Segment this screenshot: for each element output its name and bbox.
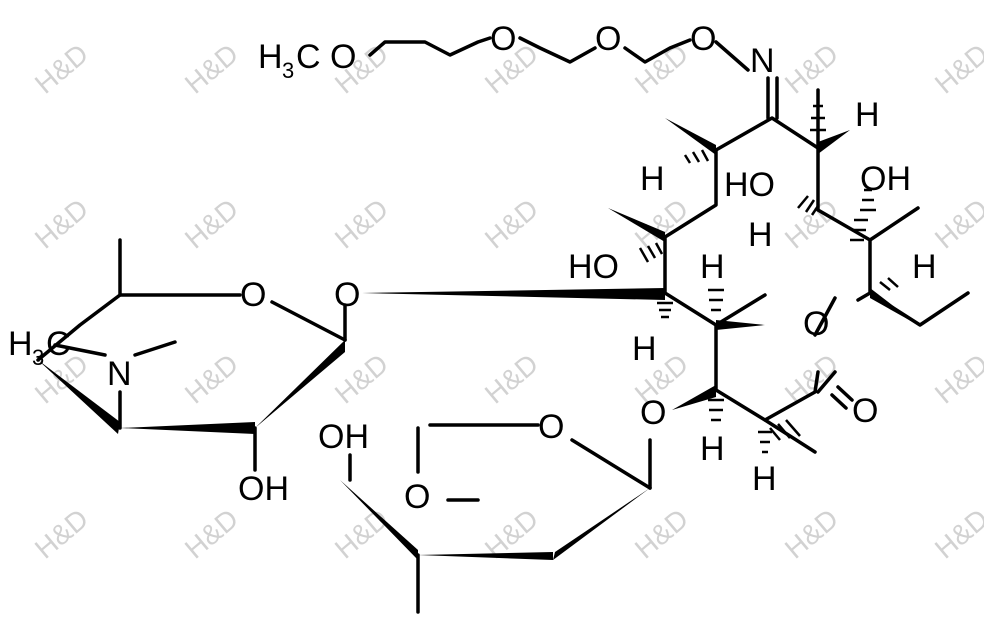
watermark: H&D: [779, 348, 844, 410]
atom-label: H: [700, 430, 725, 468]
wedge-bond: [672, 385, 716, 410]
watermark: H&D: [629, 503, 694, 565]
atom-label: H: [258, 38, 283, 76]
watermark: H&D: [929, 348, 984, 410]
atom-label: HO: [568, 248, 619, 286]
wedge-bond: [340, 480, 418, 560]
hash-bond: [638, 242, 664, 263]
atom-label-subscript: 3: [282, 58, 294, 83]
hash-bond: [708, 398, 724, 422]
atom-label: H: [855, 96, 880, 134]
wedge-bond: [870, 288, 918, 325]
watermark: H&D: [929, 503, 984, 565]
watermark-grid: H&D H&D H&D H&D H&D H&D H&D H&D H&D H&D …: [29, 38, 984, 565]
atom-label: O: [240, 276, 266, 314]
atom-labels: H 3 C O O O O N H HO H OH H HO H H O O H…: [8, 20, 937, 516]
wedge-bonds: [38, 118, 918, 560]
watermark: H&D: [779, 503, 844, 565]
atom-label: O: [490, 20, 516, 58]
watermark: H&D: [329, 503, 394, 565]
atom-label: O: [330, 38, 356, 76]
atom-label: O: [334, 276, 360, 314]
atom-label: O: [595, 20, 621, 58]
atom-label: HO: [724, 166, 775, 204]
bond-skeleton: [36, 36, 970, 614]
watermark: H&D: [179, 348, 244, 410]
hash-bond: [797, 195, 820, 216]
wedge-bond: [255, 340, 345, 428]
watermark: H&D: [179, 193, 244, 255]
hash-bond: [708, 288, 724, 312]
wedge-bond: [362, 288, 665, 300]
watermark: H&D: [29, 38, 94, 100]
atom-label: O: [690, 20, 716, 58]
atom-label: OH: [860, 160, 911, 198]
atom-label: O: [640, 394, 666, 432]
hash-bond: [769, 419, 801, 441]
atom-label: O: [538, 408, 564, 446]
wedge-bond: [120, 422, 255, 434]
wedge-bond: [418, 552, 553, 560]
atom-label: O: [852, 392, 878, 430]
watermark: H&D: [629, 38, 694, 100]
atom-label: H: [748, 216, 773, 254]
wedge-bond: [38, 360, 120, 434]
atom-label: H: [912, 248, 937, 286]
atom-label: H: [640, 160, 665, 198]
watermark: H&D: [179, 38, 244, 100]
atom-label: H: [8, 325, 33, 363]
atom-label: OH: [238, 470, 289, 508]
watermark: H&D: [929, 193, 984, 255]
atom-label: OH: [318, 418, 369, 456]
watermark: H&D: [29, 503, 94, 565]
atom-label: N: [107, 355, 132, 393]
watermark: H&D: [329, 193, 394, 255]
watermark: H&D: [29, 193, 94, 255]
atom-label: C: [296, 38, 321, 76]
hash-bonds: [638, 104, 899, 454]
atom-label: N: [750, 42, 775, 80]
hash-bond: [850, 218, 868, 242]
wedge-bond: [608, 208, 665, 242]
watermark: H&D: [479, 193, 544, 255]
hash-bond: [683, 149, 710, 164]
wedge-bond: [553, 488, 650, 560]
wedge-bond: [818, 130, 850, 154]
atom-label: O: [404, 478, 430, 516]
atom-label: H: [752, 460, 777, 498]
atom-label-subscript: 3: [32, 345, 44, 370]
watermark: H&D: [779, 38, 844, 100]
hash-bond: [879, 277, 899, 291]
watermark: H&D: [479, 348, 544, 410]
atom-label: C: [46, 325, 71, 363]
atom-label: O: [803, 305, 829, 343]
watermark: H&D: [929, 38, 984, 100]
atom-label: H: [632, 330, 657, 368]
wedge-bond: [716, 320, 765, 330]
hash-bond: [860, 188, 876, 212]
hash-bond: [758, 430, 772, 454]
atom-label: H: [700, 248, 725, 286]
hash-bond: [657, 301, 673, 319]
wedge-bond: [665, 118, 716, 155]
hash-bond: [810, 104, 826, 132]
watermark: H&D: [179, 503, 244, 565]
